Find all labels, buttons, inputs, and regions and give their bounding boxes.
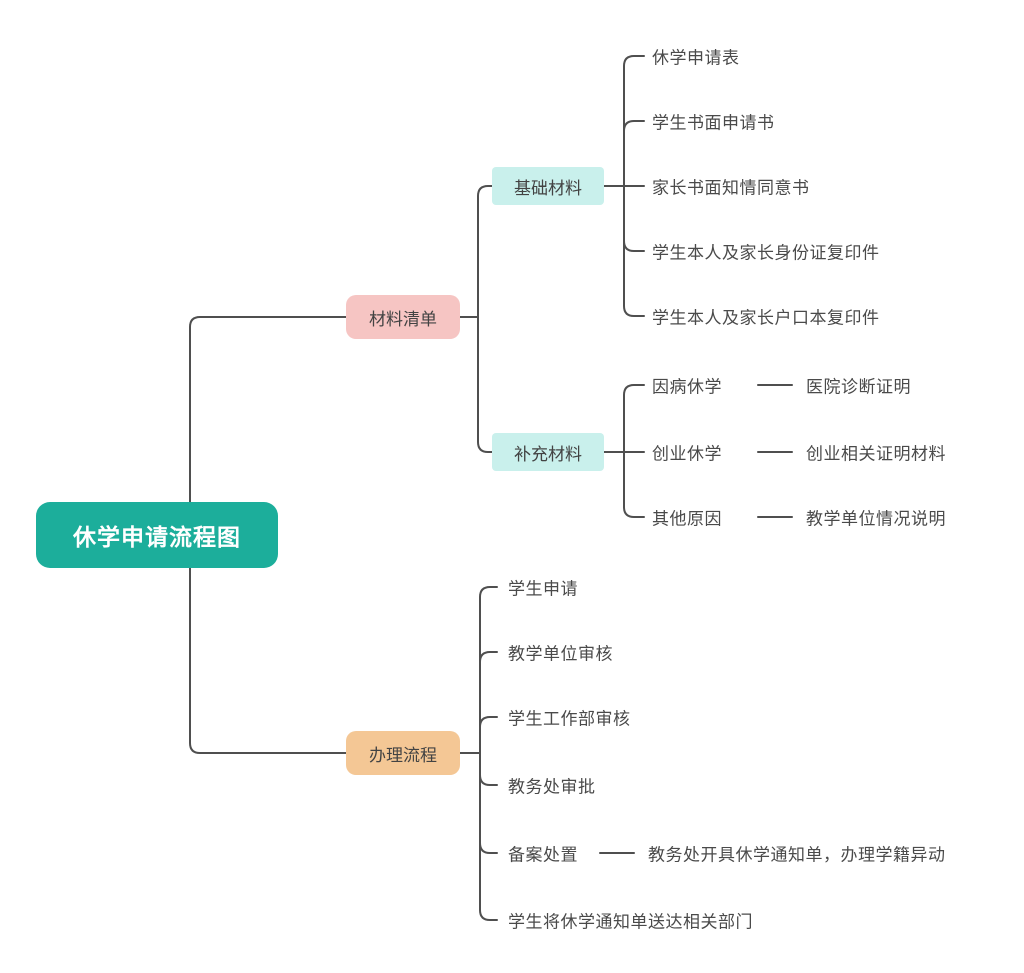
branch-material-list[interactable]: 材料清单 [346,295,460,339]
leaf-teaching-unit-review[interactable]: 教学单位审核 [508,644,613,664]
leaf-startup-leave[interactable]: 创业休学 [652,444,722,464]
leaf-student-affairs-review[interactable]: 学生工作部审核 [508,709,631,729]
leaf-record-disposal-detail[interactable]: 教务处开具休学通知单，办理学籍异动 [648,845,946,865]
connector-branch2-tick4 [479,774,498,786]
root-topic[interactable]: 休学申请流程图 [36,502,278,568]
leaf-parent-consent[interactable]: 家长书面知情同意书 [652,178,810,198]
connector-root-to-branch1 [189,316,347,503]
leaf-deliver-notice[interactable]: 学生将休学通知单送达相关部门 [508,912,753,932]
leaf-startup-detail[interactable]: 创业相关证明材料 [806,444,946,464]
connector-branch2-tick2 [479,651,498,663]
connector-branch2-tick5 [479,842,498,854]
leaf-other-reason[interactable]: 其他原因 [652,509,722,529]
leaf-record-disposal[interactable]: 备案处置 [508,845,578,865]
connector-subtopic1-tick2 [623,120,645,132]
leaf-illness-detail[interactable]: 医院诊断证明 [806,377,911,397]
connector-branch2-tick3 [479,716,498,728]
leaf-written-application[interactable]: 学生书面申请书 [652,113,775,133]
leaf-household-copies[interactable]: 学生本人及家长户口本复印件 [652,308,880,328]
leaf-illness-leave[interactable]: 因病休学 [652,377,722,397]
leaf-other-detail[interactable]: 教学单位情况说明 [806,509,946,529]
connector-root-to-branch2 [189,567,347,754]
subtopic-supplementary-materials[interactable]: 补充材料 [492,433,604,471]
leaf-id-copies[interactable]: 学生本人及家长身份证复印件 [652,243,880,263]
branch-process[interactable]: 办理流程 [346,731,460,775]
subtopic-basic-materials[interactable]: 基础材料 [492,167,604,205]
leaf-student-apply[interactable]: 学生申请 [508,579,578,599]
connector-branch1-bracket [477,185,493,453]
connector-subtopic1-tick4 [623,240,645,252]
leaf-academic-office-approval[interactable]: 教务处审批 [508,777,596,797]
leaf-application-form[interactable]: 休学申请表 [652,48,740,68]
connector-branch2-bracket [479,586,498,921]
